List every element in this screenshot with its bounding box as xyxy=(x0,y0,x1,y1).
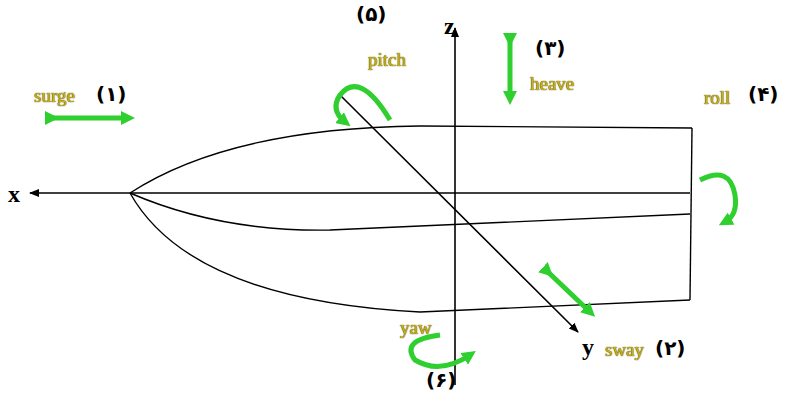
motion-label: surge xyxy=(34,86,75,105)
callout-number: (۲) xyxy=(655,338,686,358)
motion-label: heave xyxy=(530,74,574,93)
callout-number: (۳) xyxy=(535,38,566,58)
hull-outline xyxy=(130,126,692,312)
axes xyxy=(30,28,690,385)
callout-number: (۵) xyxy=(356,4,387,24)
motion-label: roll xyxy=(704,88,730,107)
axis-label: y xyxy=(582,335,594,359)
callout-number: (۶) xyxy=(426,370,457,390)
axis-label: x xyxy=(8,182,20,206)
motion-label: sway xyxy=(605,340,644,359)
motion-label: pitch xyxy=(368,50,406,69)
axis-label: z xyxy=(444,14,455,38)
motion-arrows xyxy=(52,40,736,366)
callout-number: (۱) xyxy=(96,84,127,104)
motion-label: yaw xyxy=(400,318,432,337)
callout-number: (۴) xyxy=(748,84,779,104)
